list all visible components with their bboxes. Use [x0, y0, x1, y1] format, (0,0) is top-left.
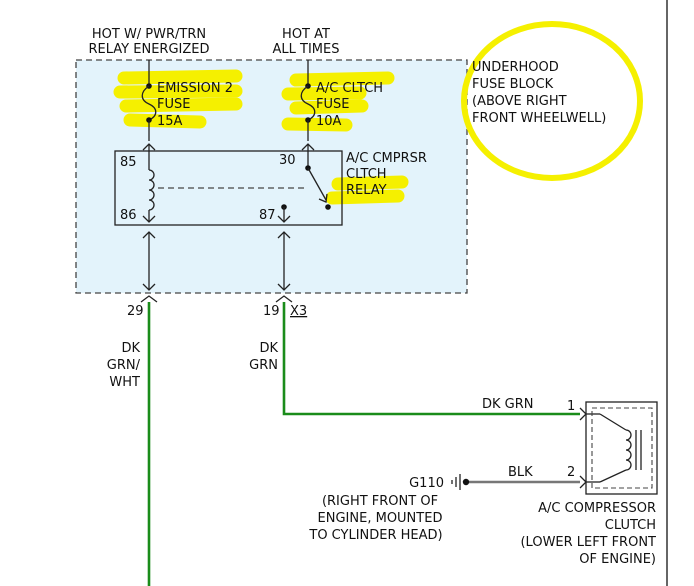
- right-wire-color-line1: DK: [259, 341, 278, 356]
- relay-to-connector-wires: [142, 231, 291, 291]
- connector-x3: [140, 295, 293, 303]
- dk-grn-wire: [282, 302, 580, 416]
- fuse-block-label-line2: FUSE BLOCK: [472, 77, 554, 92]
- emission-fuse-name: EMISSION 2: [157, 81, 233, 96]
- relay-pin-85: 85: [120, 155, 137, 170]
- ground-location-line1: (RIGHT FRONT OF: [322, 494, 438, 509]
- emission-2-fuse: [141, 60, 157, 151]
- right-wire-color-line2: GRN: [249, 358, 278, 373]
- left-source-line1: HOT W/ PWR/TRN: [92, 27, 206, 42]
- emission-fuse-rating: 15A: [157, 114, 183, 129]
- ground-id: G110: [409, 476, 444, 491]
- fuse-block-label-line1: UNDERHOOD: [472, 60, 559, 75]
- left-wire-color-line1: DK: [121, 341, 140, 356]
- relay-pin-86: 86: [120, 208, 137, 223]
- relay-pin-87: 87: [259, 208, 276, 223]
- clutch-label-line1: A/C COMPRESSOR: [538, 501, 656, 516]
- relay-pin-30: 30: [279, 153, 296, 168]
- ac-fuse-rating: 10A: [316, 114, 342, 129]
- relay-label-line2: CLTCH: [346, 167, 387, 182]
- fuse-block-label-line3: (ABOVE RIGHT: [472, 94, 567, 109]
- relay-label-line1: A/C CMPRSR: [346, 151, 427, 166]
- left-source-line2: RELAY ENERGIZED: [89, 42, 210, 57]
- relay-box: [114, 150, 343, 226]
- connector-pin-29: 29: [127, 304, 144, 319]
- clutch-label-line4: OF ENGINE): [579, 552, 656, 567]
- clutch-box: [585, 401, 658, 495]
- emission-fuse-kind: FUSE: [157, 97, 190, 112]
- right-source-line1: HOT AT: [282, 27, 330, 42]
- ac-clutch-fuse: [300, 60, 316, 151]
- clutch-inner-frame: [591, 407, 653, 489]
- clutch-coil: [579, 407, 642, 489]
- relay-label-line3: RELAY: [346, 183, 387, 198]
- relay-contact: [277, 150, 331, 223]
- left-wire-color-line2: GRN/: [107, 358, 141, 373]
- clutch-feed-wire-color: DK GRN: [482, 397, 534, 412]
- ground-wire-color: BLK: [508, 465, 533, 480]
- ground-location-line3: TO CYLINDER HEAD): [308, 528, 442, 543]
- fuse-block-label-line4: FRONT WHEELWELL): [472, 111, 606, 126]
- relay-coil: [142, 150, 156, 223]
- clutch-label-line2: CLUTCH: [605, 518, 656, 533]
- right-source-line2: ALL TIMES: [273, 42, 340, 57]
- connector-id: X3: [290, 304, 307, 319]
- ac-fuse-name: A/C CLTCH: [316, 81, 383, 96]
- clutch-pin-1: 1: [567, 399, 575, 414]
- ground-symbol: [451, 474, 470, 490]
- ac-fuse-kind: FUSE: [316, 97, 349, 112]
- clutch-pin-2: 2: [567, 465, 575, 480]
- clutch-label-line3: (LOWER LEFT FRONT: [520, 535, 656, 550]
- left-wire-color-line3: WHT: [109, 375, 140, 390]
- highlight-marks: [113, 21, 643, 205]
- ground-location-line2: ENGINE, MOUNTED: [318, 511, 443, 526]
- connector-pin-19: 19: [263, 304, 280, 319]
